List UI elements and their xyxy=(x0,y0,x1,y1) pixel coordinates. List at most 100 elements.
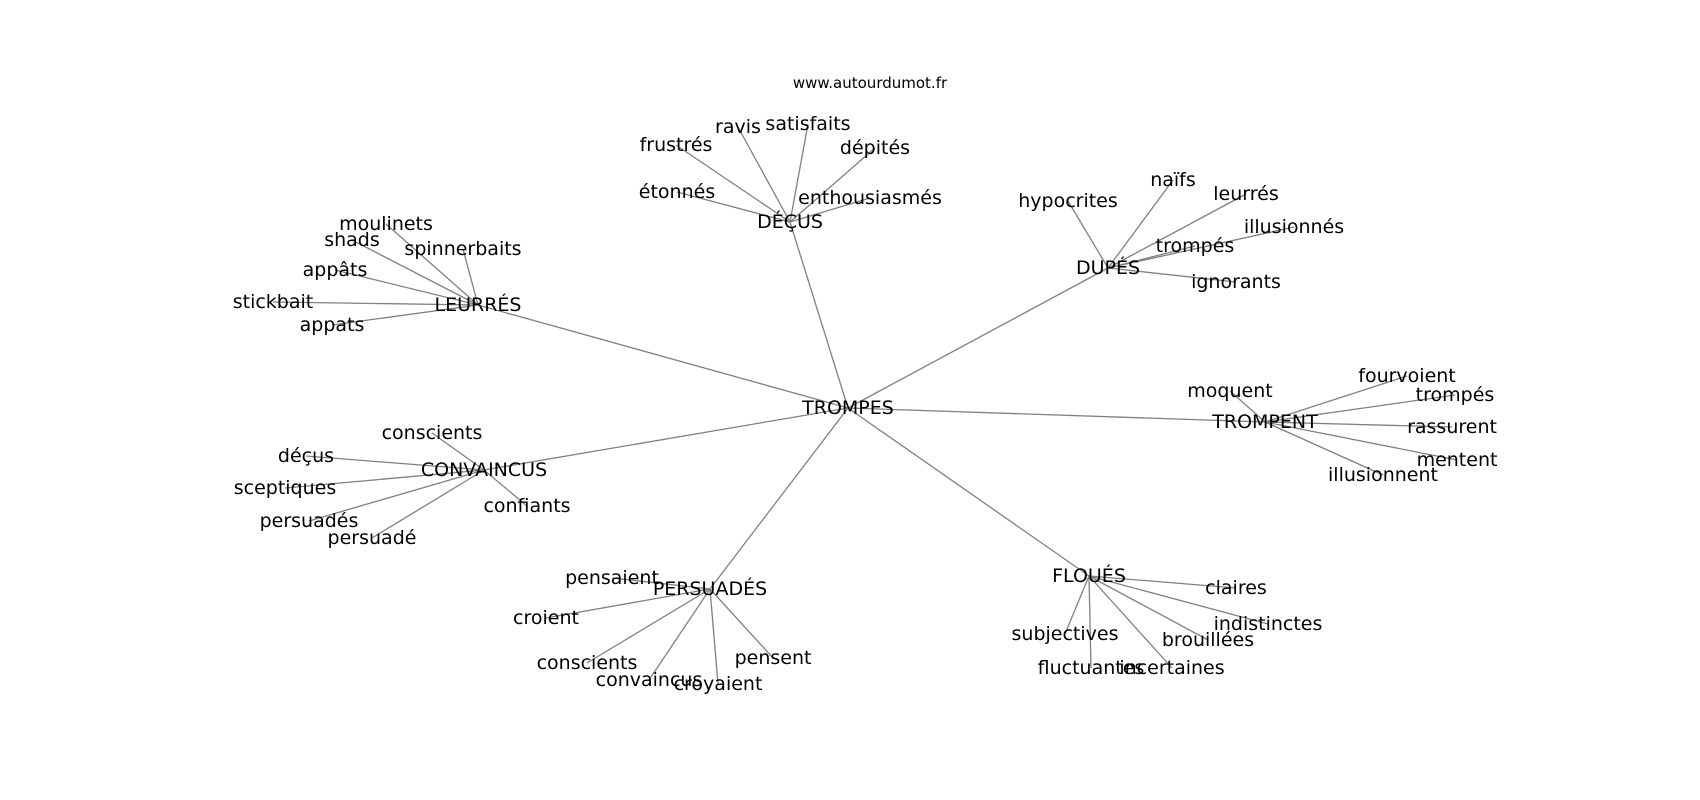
leaf-word-dupes: leurrés xyxy=(1213,183,1278,205)
leaf-word-trompent: trompés xyxy=(1416,384,1495,406)
edge-leurres-leaf xyxy=(351,239,479,306)
leaf-word-leurres: stickbait xyxy=(233,291,314,313)
hub-node-decus: DÉÇUS xyxy=(757,210,823,233)
edge-persuades-leaf xyxy=(709,588,719,685)
edge-convaincus-leaf xyxy=(308,469,485,522)
edge-center-convaincus xyxy=(483,407,849,471)
leaf-word-leurres: appats xyxy=(300,314,365,336)
source-url: www.autourdumot.fr xyxy=(793,74,948,92)
leaf-word-floues: fluctuantes xyxy=(1038,657,1145,679)
edge-center-floues xyxy=(847,407,1090,577)
edge-decus-leaf xyxy=(789,147,876,223)
leaf-word-dupes: hypocrites xyxy=(1018,190,1118,212)
edge-floues-leaf xyxy=(1088,575,1092,669)
edge-convaincus-leaf xyxy=(483,469,528,507)
edge-leurres-leaf xyxy=(334,269,479,306)
leaf-word-dupes: illusionnés xyxy=(1244,216,1344,238)
edge-leurres-leaf xyxy=(272,301,479,306)
edge-floues-leaf xyxy=(1088,575,1209,641)
leaf-word-leurres: spinnerbaits xyxy=(404,238,521,260)
edge-trompent-leaf xyxy=(1264,375,1408,423)
edge-persuades-leaf xyxy=(586,588,711,664)
edge-trompent-leaf xyxy=(1229,390,1266,423)
leaf-word-decus: frustrés xyxy=(640,134,713,156)
hub-node-trompent: TROMPENT xyxy=(1211,411,1318,433)
leaf-word-decus: étonnés xyxy=(639,181,715,203)
leaf-word-persuades: pensent xyxy=(735,647,812,669)
edge-persuades-leaf xyxy=(611,577,711,590)
leaf-word-leurres: shads xyxy=(324,229,380,251)
edge-convaincus-leaf xyxy=(431,432,485,471)
leaf-word-leurres: appâts xyxy=(303,259,368,281)
edge-floues-leaf xyxy=(1064,575,1090,635)
leaf-word-floues: claires xyxy=(1205,577,1267,599)
hub-node-convaincus: CONVAINCUS xyxy=(421,459,547,481)
edge-decus-leaf xyxy=(789,123,809,223)
edge-convaincus-leaf xyxy=(371,469,485,539)
edge-convaincus-leaf xyxy=(305,455,485,471)
edge-leurres-leaf xyxy=(462,248,479,306)
leaf-word-decus: enthousiasmés xyxy=(798,187,942,209)
edge-floues-leaf xyxy=(1088,575,1237,589)
center-node: TROMPES xyxy=(801,397,894,419)
leaf-word-floues: indistinctes xyxy=(1214,613,1323,635)
hub-node-floues: FLOUÉS xyxy=(1052,564,1126,587)
leaf-word-dupes: naïfs xyxy=(1150,169,1196,191)
leaf-word-trompent: rassurent xyxy=(1407,416,1497,438)
leaf-word-persuades: pensaient xyxy=(565,567,659,589)
edge-center-trompent xyxy=(847,407,1266,423)
leaf-word-trompent: fourvoient xyxy=(1358,365,1456,387)
edge-floues-leaf xyxy=(1088,575,1173,669)
edge-trompent-leaf xyxy=(1264,421,1458,461)
leaf-word-leurres: moulinets xyxy=(339,213,433,235)
hub-node-leurres: LEURRÉS xyxy=(435,293,522,316)
edge-trompent-leaf xyxy=(1264,421,1453,428)
leaf-word-decus: satisfaits xyxy=(765,113,850,135)
leaf-word-floues: subjectives xyxy=(1012,623,1119,645)
edge-dupes-leaf xyxy=(1107,245,1196,269)
leaf-word-floues: incertaines xyxy=(1119,657,1224,679)
leaf-word-convaincus: persuadé xyxy=(328,527,417,549)
edge-trompent-leaf xyxy=(1264,394,1456,423)
leaf-word-dupes: trompés xyxy=(1156,235,1235,257)
leaf-word-persuades: croyaient xyxy=(674,673,763,695)
leaf-word-persuades: convaincus xyxy=(596,669,703,691)
edge-center-decus xyxy=(789,221,849,409)
edge-dupes-leaf xyxy=(1107,193,1247,269)
edge-center-dupes xyxy=(847,267,1109,409)
leaf-word-decus: dépités xyxy=(840,137,910,159)
leaf-word-decus: ravis xyxy=(715,116,761,138)
edge-persuades-leaf xyxy=(545,588,711,619)
leaf-word-persuades: conscients xyxy=(537,652,638,674)
edge-center-leurres xyxy=(477,304,849,409)
hub-node-dupes: DUPÉS xyxy=(1076,256,1140,279)
edge-decus-leaf xyxy=(737,126,791,223)
leaf-word-convaincus: persuadés xyxy=(260,510,359,532)
edge-decus-leaf xyxy=(675,144,791,223)
edge-dupes-leaf xyxy=(1107,226,1295,269)
graph-edges xyxy=(272,123,1458,685)
edge-dupes-leaf xyxy=(1107,267,1237,283)
edge-center-persuades xyxy=(709,407,849,590)
edge-leurres-leaf xyxy=(331,304,479,326)
leaf-word-convaincus: déçus xyxy=(278,445,334,467)
edge-decus-leaf xyxy=(676,191,791,223)
leaf-word-floues: brouillées xyxy=(1162,629,1254,651)
edge-floues-leaf xyxy=(1088,575,1269,625)
edge-dupes-leaf xyxy=(1107,179,1174,269)
edge-leurres-leaf xyxy=(385,223,479,306)
leaf-word-convaincus: confiants xyxy=(483,495,570,517)
edge-persuades-leaf xyxy=(709,588,774,659)
edge-persuades-leaf xyxy=(648,588,711,681)
edge-decus-leaf xyxy=(789,197,871,223)
leaf-word-convaincus: sceptiques xyxy=(234,477,337,499)
leaf-word-trompent: illusionnent xyxy=(1328,464,1438,486)
leaf-word-persuades: croient xyxy=(513,607,579,629)
edge-convaincus-leaf xyxy=(284,469,485,489)
leaf-word-dupes: ignorants xyxy=(1191,271,1281,293)
leaf-word-trompent: mentent xyxy=(1417,449,1498,471)
edge-dupes-leaf xyxy=(1067,200,1109,269)
leaf-word-convaincus: conscients xyxy=(382,422,483,444)
